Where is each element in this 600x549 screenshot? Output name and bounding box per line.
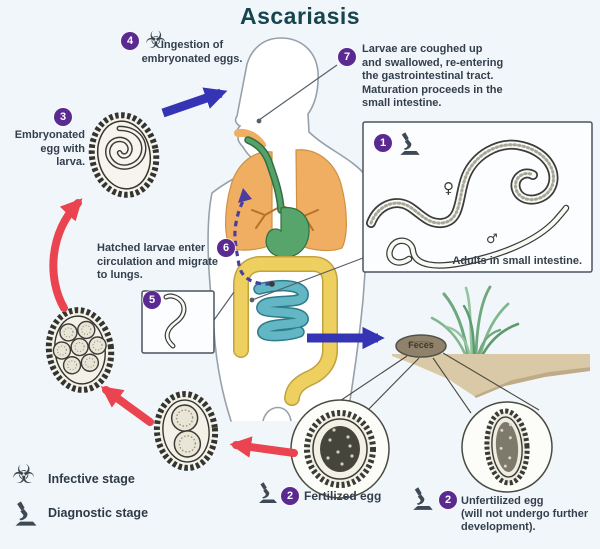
- embryonated-egg-illustration: [88, 112, 160, 198]
- male-symbol: ♂: [486, 232, 498, 247]
- red-arrow-to-multicell: [100, 386, 154, 426]
- female-worm-illustration: [366, 139, 559, 229]
- biohazard-icon: ☣: [145, 26, 167, 54]
- microscope-icon: [413, 487, 433, 510]
- leader-lines: [213, 64, 364, 321]
- unfertilized-egg-illustration: [461, 401, 553, 493]
- blue-arrows: [161, 87, 385, 350]
- step-7-line: small intestine.: [362, 97, 442, 109]
- legend-diagnostic-label: Diagnostic stage: [48, 506, 149, 520]
- red-cycle-arrows: [49, 198, 298, 458]
- female-symbol: ♀: [443, 179, 454, 197]
- feces-illustration: [395, 334, 447, 358]
- page-title: Ascariasis: [239, 3, 361, 29]
- larva-illustration: [163, 293, 187, 349]
- small-intestine-illustration: [253, 280, 309, 342]
- legend-infective-label: Infective stage: [48, 472, 135, 486]
- adults-caption: Adults in small intestine.: [452, 255, 582, 267]
- step-6-line: to lungs.: [97, 269, 143, 281]
- step-4-text: Ingestion of embryonated eggs.: [139, 39, 245, 66]
- step-3-badge: 3: [54, 108, 72, 126]
- step-1-badge: 1: [374, 134, 392, 152]
- microscope-icon: [15, 501, 37, 526]
- fertilized-egg-illustration: [290, 399, 390, 499]
- step-7-text: Larvae are coughed up and swallowed, re-…: [362, 43, 514, 111]
- feces-label: Feces: [408, 340, 434, 350]
- male-worm-illustration: [386, 204, 570, 269]
- red-arrow-to-embryonated: [49, 198, 83, 312]
- unfertilized-egg-line: development).: [461, 521, 536, 533]
- step-6-text: Hatched larvae enter circulation and mig…: [97, 242, 231, 283]
- step-3-line: egg with: [40, 142, 85, 155]
- biohazard-icon: ☣: [12, 460, 36, 490]
- human-body-illustration: [207, 37, 372, 422]
- step-4-badge: 4: [121, 32, 139, 50]
- esophagus-illustration: [234, 128, 285, 214]
- large-intestine-illustration: [233, 256, 338, 406]
- step-3-line: Embryonated: [14, 129, 85, 141]
- soil-illustration: [392, 354, 590, 398]
- step-6-line: circulation and migrate: [97, 255, 219, 268]
- lungs-illustration: [225, 149, 347, 252]
- two-cell-egg-illustration: [153, 391, 219, 471]
- step-7-line: Larvae are coughed up: [362, 43, 483, 55]
- step-2-fertilized-badge: 2: [281, 487, 299, 505]
- step-7-line: the gastrointestinal tract.: [362, 70, 494, 82]
- fertilized-egg-label: Fertilized egg: [304, 489, 382, 503]
- step-7-line: Maturation proceeds in the: [362, 83, 503, 96]
- step-3-line: larva.: [56, 156, 85, 168]
- red-arrow-to-two-cell: [229, 436, 298, 458]
- unfertilized-egg-line: Unfertilized egg: [461, 495, 544, 507]
- microscope-icon: [259, 482, 277, 503]
- step-3-text: Embryonated egg with larva.: [8, 129, 85, 170]
- step-6-badge: 6: [217, 239, 235, 257]
- unfertilized-egg-line: (will not undergo further: [461, 508, 589, 520]
- step-2-unfertilized-badge: 2: [439, 491, 457, 509]
- step-7-badge: 7: [338, 48, 356, 66]
- blue-arrow-ingestion: [161, 87, 228, 118]
- step-5-badge: 5: [143, 291, 161, 309]
- unfertilized-egg-label: Unfertilized egg (will not undergo furth…: [461, 495, 597, 534]
- step-6-line: Hatched larvae enter: [97, 242, 206, 254]
- step-7-line: and swallowed, re-entering: [362, 56, 504, 69]
- larva-box: [141, 290, 215, 354]
- grass-illustration: [430, 285, 520, 358]
- larvae-migration-dashed-path: [233, 188, 275, 287]
- adults-box: [362, 121, 593, 273]
- multicell-egg-illustration: [45, 307, 115, 393]
- step-4-line: Ingestion of: [160, 39, 224, 51]
- step-4-line: embryonated eggs.: [141, 52, 243, 65]
